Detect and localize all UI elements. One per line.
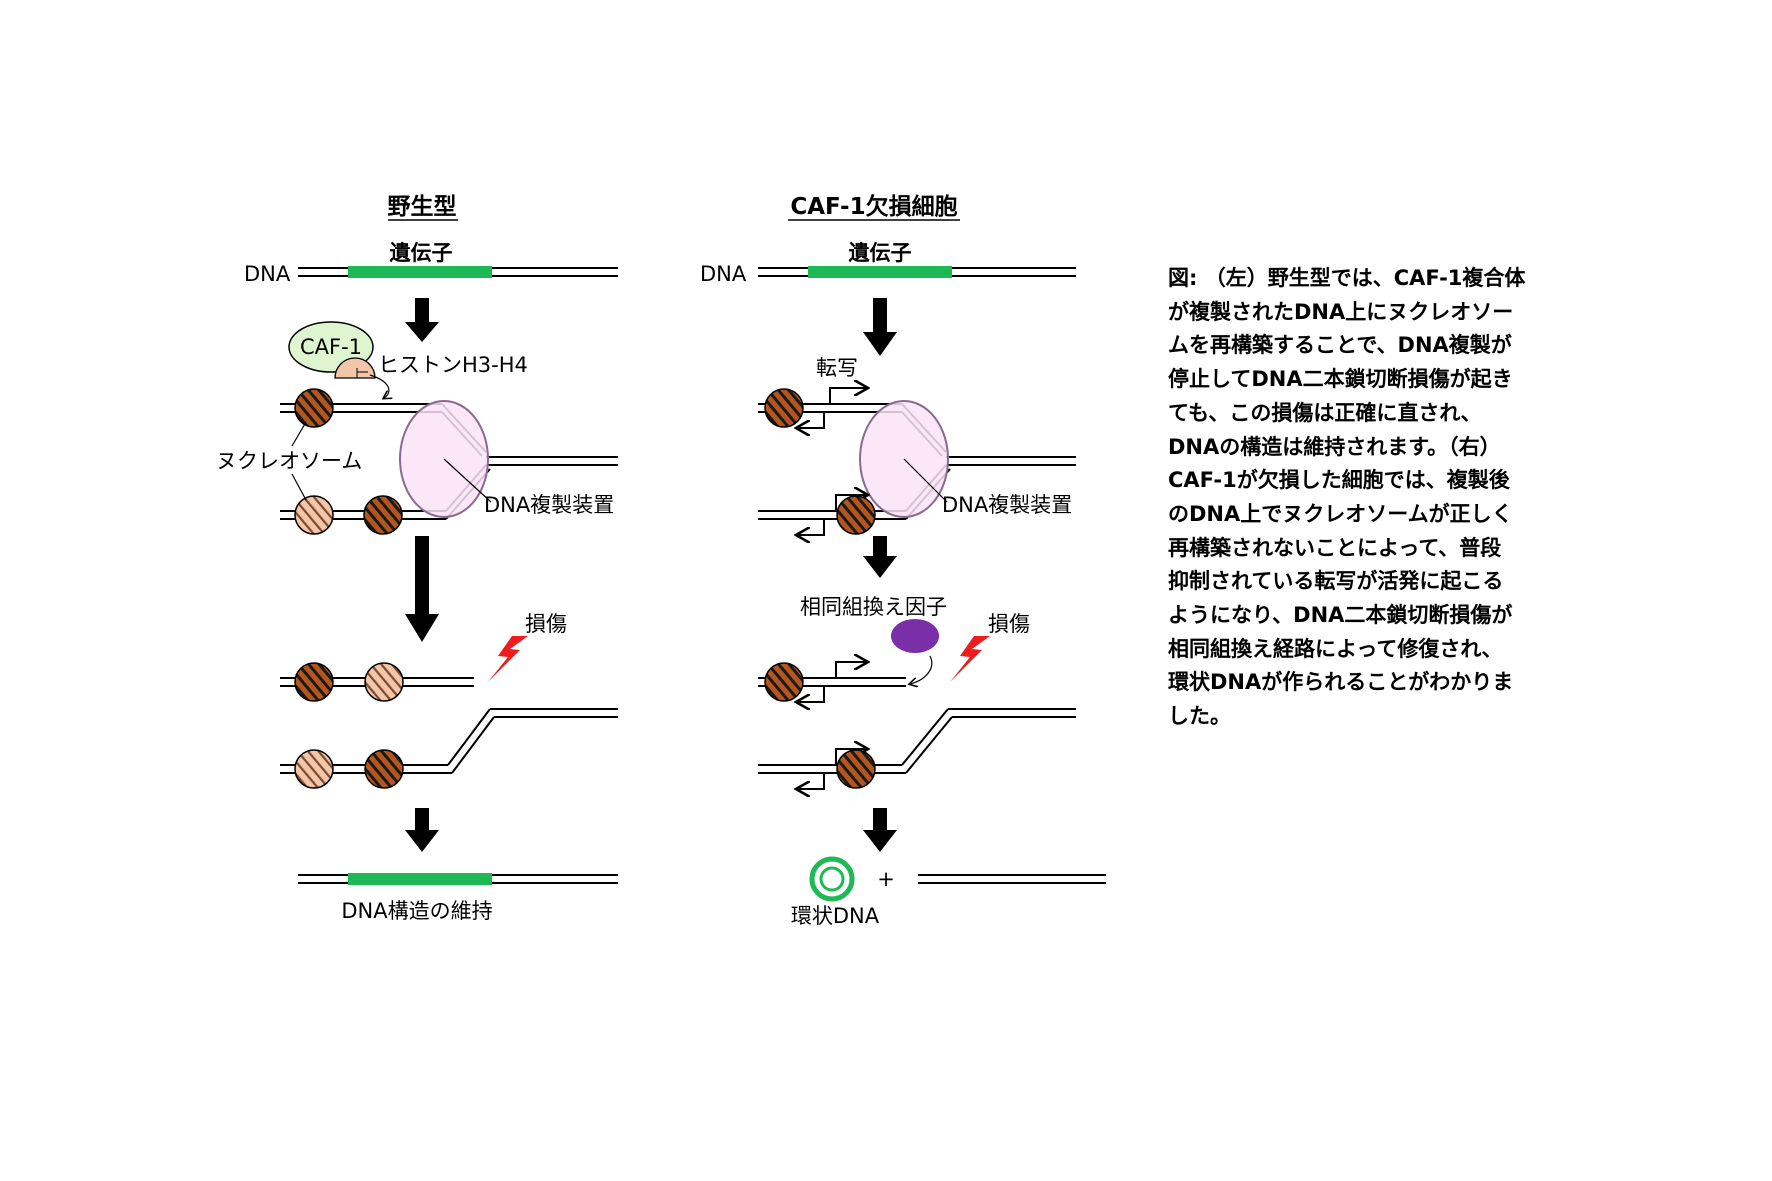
hr-factor-icon	[891, 619, 939, 653]
right-arrow-3	[863, 808, 897, 852]
right-replisome-pointer	[903, 458, 948, 503]
right-arrow-2	[863, 536, 897, 578]
left-arrow-2	[405, 536, 439, 642]
left-nucleosome-new-1	[294, 495, 334, 535]
left-nucleosome-broken-3	[294, 749, 334, 789]
nucleosome-pointer-1	[291, 421, 307, 447]
left-result-dna	[298, 873, 618, 885]
right-nucleosome-2	[836, 495, 876, 535]
left-result-gene-bar	[348, 873, 492, 885]
nucleosome-pointer-2	[291, 473, 307, 501]
histone-label: ヒストンH3-H4	[378, 353, 528, 377]
left-title: 野生型	[388, 194, 457, 220]
caption-line: ようになり、DNA二本鎖切断損傷が	[1168, 603, 1513, 628]
plus-sign: +	[877, 867, 895, 891]
right-replisome-label: DNA複製装置	[942, 493, 1072, 517]
right-damage-label: 損傷	[988, 612, 1030, 636]
caption-line: のDNA上でヌクレオソームが正しく	[1168, 501, 1513, 526]
caption-line: 環状DNAが作られることがわかりま	[1168, 670, 1514, 695]
caption-line: 再構築されないことによって、普段	[1168, 535, 1502, 560]
right-fork-parent	[946, 456, 1076, 466]
right-nucleosome-4	[836, 749, 876, 789]
histone-h3h4-icon	[334, 357, 376, 379]
right-nucleosome-1	[764, 388, 804, 428]
caption-line: 図: （左）野生型では、CAF-1複合体	[1168, 266, 1526, 290]
circular-dna-label: 環状DNA	[791, 904, 880, 928]
right-dna-label: DNA	[700, 262, 747, 286]
nucleosome-label: ヌクレオソーム	[216, 449, 362, 473]
left-dna-label: DNA	[244, 262, 291, 286]
right-title: CAF-1欠損細胞	[790, 193, 957, 220]
caption-line: CAF-1が欠損した細胞では、複製後	[1168, 468, 1510, 493]
left-panel: 野生型 DNA 遺伝子 CAF-1 ヒストンH3-H4	[216, 194, 618, 923]
right-damage-bolt-icon	[950, 636, 990, 682]
histone-deposit-arrow	[369, 374, 389, 398]
left-nucleosome-broken-2	[364, 662, 404, 702]
hr-factor-label: 相同組換え因子	[800, 595, 947, 619]
caption-line: した。	[1168, 704, 1231, 729]
left-nucleosome-broken-1	[294, 662, 334, 702]
hr-factor-arrow	[910, 655, 933, 684]
right-transcription-arrows-fork	[798, 388, 866, 535]
right-arrow-1	[863, 298, 897, 356]
left-nucleosome-broken-4	[364, 749, 404, 789]
left-result-label: DNA構造の維持	[341, 899, 492, 923]
caption-line: 停止してDNA二本鎖切断損傷が起き	[1168, 367, 1513, 392]
right-gene-bar	[808, 266, 952, 278]
left-dna-top	[298, 266, 618, 278]
left-gene-label: 遺伝子	[390, 241, 453, 265]
transcription-label: 転写	[816, 356, 858, 380]
right-dna-top	[758, 266, 1076, 278]
caf1-label: CAF-1	[300, 335, 362, 359]
circular-dna-icon	[809, 856, 855, 902]
right-gene-label: 遺伝子	[849, 241, 912, 265]
left-nucleosome-old-2	[363, 495, 403, 535]
right-nucleosome-3	[764, 662, 804, 702]
left-fork-parent	[486, 456, 618, 466]
left-replisome-pointer	[443, 458, 492, 503]
caption-line: が複製されたDNA上にヌクレオソー	[1168, 299, 1514, 324]
left-damage-label: 損傷	[525, 612, 567, 636]
right-broken-lower	[758, 708, 1076, 789]
right-result-linear-dna	[918, 874, 1106, 884]
right-panel: CAF-1欠損細胞 DNA 遺伝子 転写 DN	[700, 193, 1106, 928]
figure-caption: 図: （左）野生型では、CAF-1複合体 が複製されたDNA上にヌクレオソー ム…	[1168, 262, 1548, 734]
left-replisome-label: DNA複製装置	[484, 493, 614, 517]
left-damage-bolt-icon	[488, 636, 528, 682]
left-arrow-1	[405, 298, 439, 342]
caption-line: 相同組換え経路によって修復され、	[1168, 636, 1503, 661]
caption-line: DNAの構造は維持されます。（右）	[1168, 434, 1501, 459]
caption-line: ても、この損傷は正確に直され、	[1168, 400, 1482, 425]
caption-line: 抑制されている転写が活発に起こる	[1168, 569, 1504, 594]
caption-line: ムを再構築することで、DNA複製が	[1168, 333, 1512, 358]
left-gene-bar	[348, 266, 492, 278]
circular-dna-inner-ring	[819, 866, 845, 892]
left-nucleosome-old-1	[294, 388, 334, 428]
left-arrow-3	[405, 808, 439, 852]
